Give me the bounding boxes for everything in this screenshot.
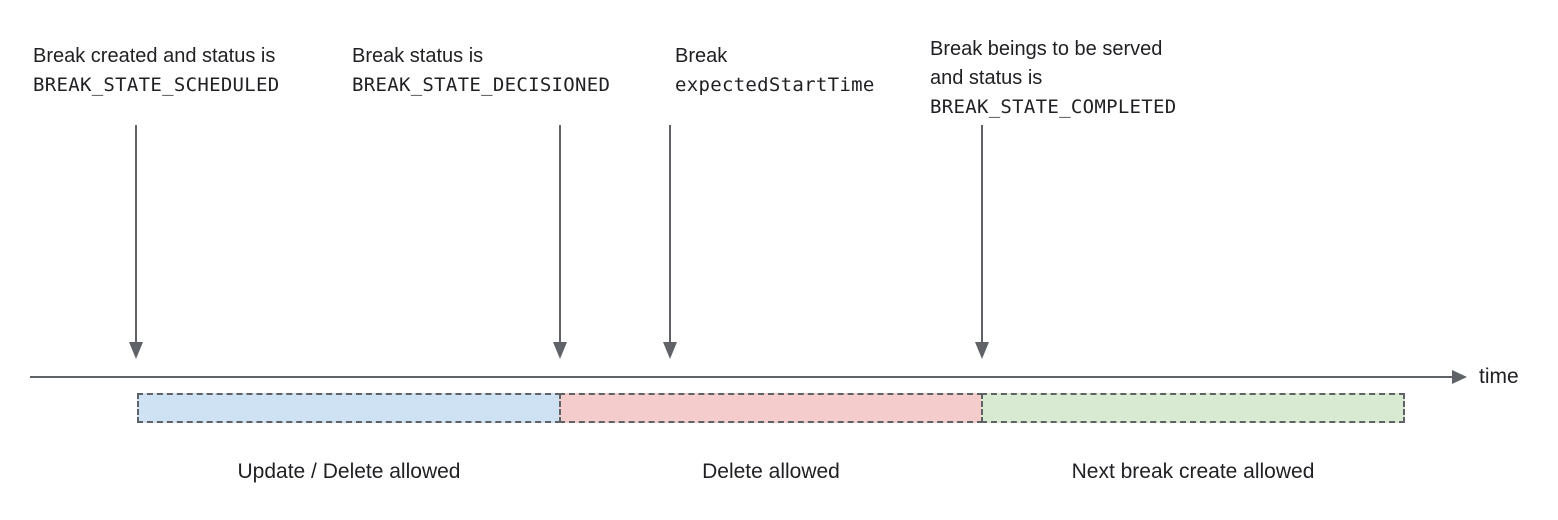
arrow-down-icon — [975, 342, 989, 359]
annotation-code: expectedStartTime — [675, 74, 875, 96]
annotation-text: and status is — [930, 67, 1043, 89]
annotation-break-scheduled: Break created and status is BREAK_STATE_… — [33, 42, 280, 100]
time-axis — [30, 376, 1453, 378]
arrow-down-icon — [663, 342, 677, 359]
segment-next-break-create-allowed — [981, 393, 1405, 423]
annotation-code: BREAK_STATE_SCHEDULED — [33, 74, 280, 96]
arrow-stem — [981, 125, 983, 344]
arrow-down-icon — [129, 342, 143, 359]
arrow-down-icon — [553, 342, 567, 359]
segment-delete-allowed — [559, 393, 983, 423]
segment-label-update-delete-allowed: Update / Delete allowed — [237, 460, 461, 483]
annotation-break-decisioned: Break status is BREAK_STATE_DECISIONED — [352, 42, 610, 100]
annotation-text: Break — [675, 45, 728, 67]
arrow-right-icon — [1452, 370, 1467, 384]
annotation-text: Break status is — [352, 45, 484, 67]
segment-update-delete-allowed — [137, 393, 561, 423]
arrow-stem — [669, 125, 671, 344]
annotation-break-completed: Break beings to be served and status is … — [930, 35, 1177, 122]
segment-label-delete-allowed: Delete allowed — [702, 460, 840, 483]
arrow-stem — [559, 125, 561, 344]
annotation-expected-start-time: Break expectedStartTime — [675, 42, 875, 100]
segment-label-next-break-create-allowed: Next break create allowed — [1071, 460, 1315, 483]
time-axis-label: time — [1479, 365, 1519, 388]
annotation-text: Break beings to be served — [930, 38, 1163, 60]
annotation-code: BREAK_STATE_COMPLETED — [930, 96, 1177, 118]
arrow-stem — [135, 125, 137, 344]
annotation-text: Break created and status is — [33, 45, 276, 67]
annotation-code: BREAK_STATE_DECISIONED — [352, 74, 611, 96]
